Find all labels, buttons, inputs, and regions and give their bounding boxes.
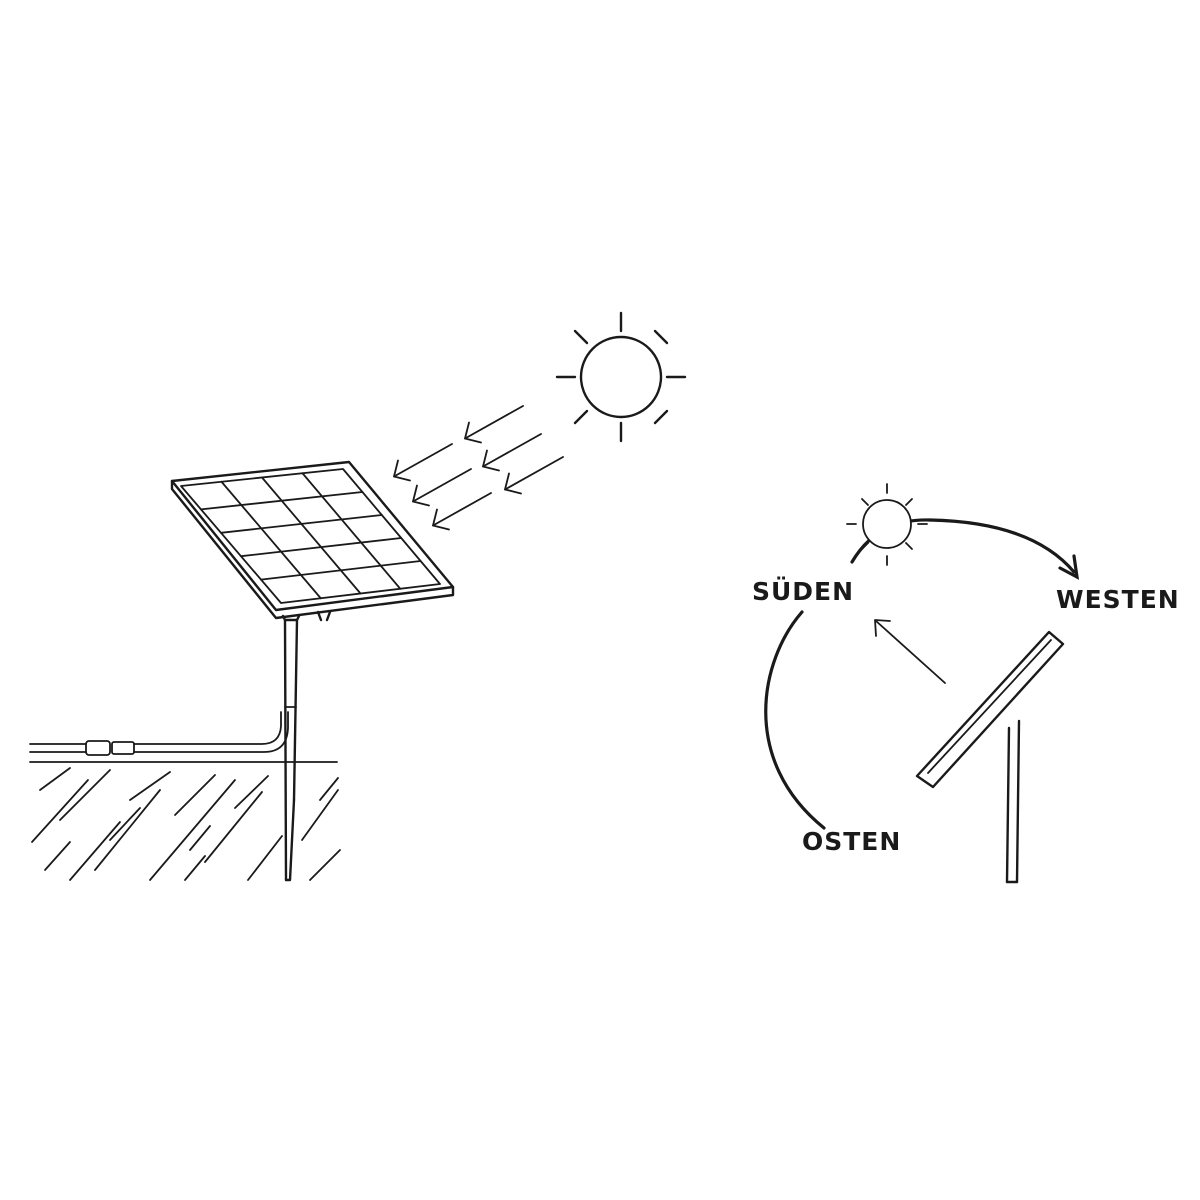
cable-connector <box>29 711 289 756</box>
ground-hatch-line <box>44 841 71 871</box>
ray-arrow <box>432 492 492 531</box>
ground <box>29 761 341 881</box>
ground-hatch-line <box>31 779 89 843</box>
ground-hatch-line <box>149 779 236 881</box>
compass-arc <box>764 518 1080 830</box>
ground-hatch-line <box>319 777 339 801</box>
panel-cell-divider <box>260 560 422 581</box>
sun-icon <box>555 311 687 443</box>
ground-hatch-line <box>39 767 71 791</box>
ground-hatch-line <box>174 774 216 816</box>
ground-hatch-line <box>94 789 161 871</box>
label-south: SÜDEN <box>752 576 854 606</box>
ground-hatch-line <box>69 821 121 881</box>
ground-hatch-line <box>189 825 211 851</box>
ground-hatch-line <box>109 807 141 841</box>
ground-stake <box>281 610 332 882</box>
ray-arrow <box>464 405 524 444</box>
ray-arrow <box>412 468 472 507</box>
ground-hatch-line <box>247 835 283 881</box>
ground-hatch-line <box>234 775 269 809</box>
label-west: WESTEN <box>1056 585 1180 614</box>
ground-hatch-line <box>204 791 263 863</box>
panel-cell-divider <box>240 537 403 558</box>
ground-hatch-line <box>184 855 206 881</box>
panel-cell-divider <box>261 476 362 595</box>
ground-hatch-line <box>309 849 341 881</box>
panel-cell-divider <box>200 491 364 511</box>
panel-cell-divider <box>220 514 383 534</box>
ray-arrow <box>482 433 542 472</box>
facing-arrow <box>874 619 946 684</box>
panel-cell-divider <box>220 480 322 600</box>
sun-rays-arrows <box>393 405 564 531</box>
ground-hatch-line <box>59 769 111 821</box>
panel-cell-divider <box>301 472 402 590</box>
panel-side-view <box>915 630 1065 884</box>
solar-panel <box>170 460 455 620</box>
label-east: OSTEN <box>802 827 901 856</box>
ray-arrow <box>504 456 564 495</box>
ground-hatch-line <box>301 789 339 841</box>
ray-arrow <box>393 443 453 482</box>
ground-hatch-line <box>129 771 171 801</box>
small-sun-icon <box>846 483 928 566</box>
